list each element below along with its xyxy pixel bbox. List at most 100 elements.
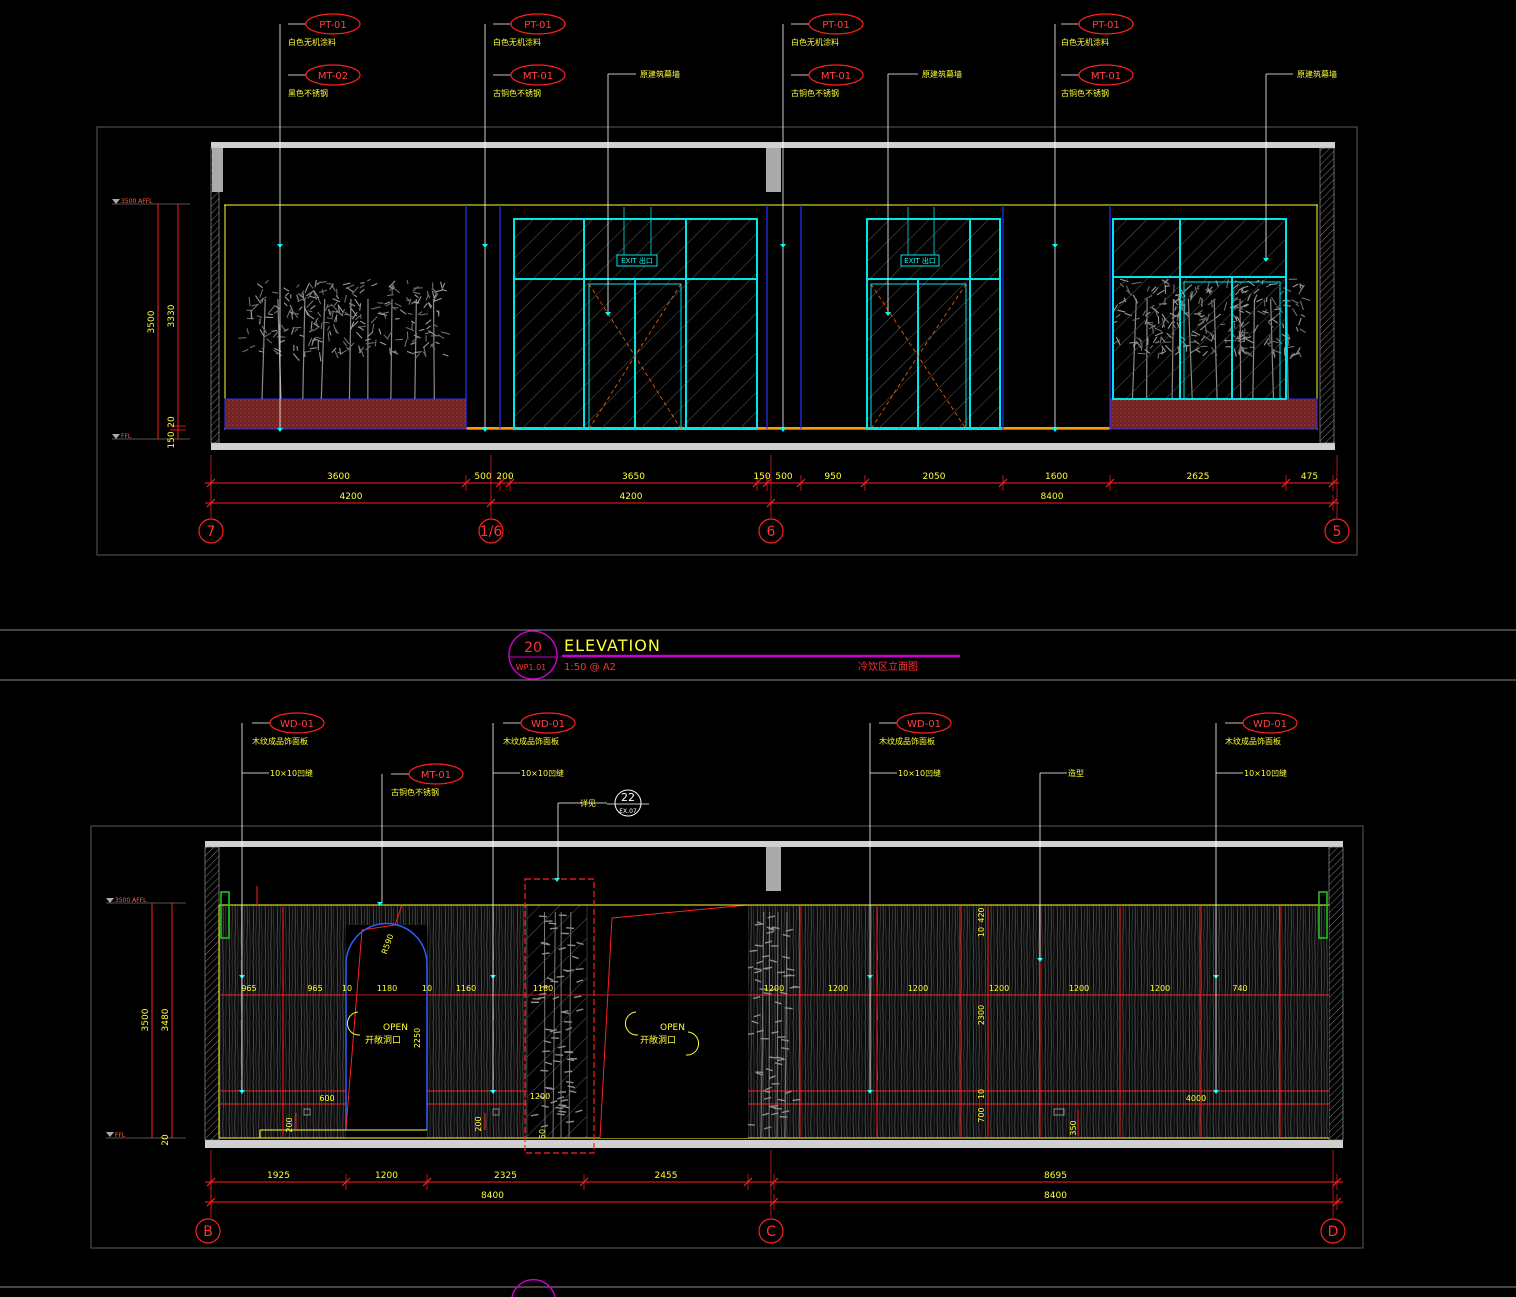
panel-width-4: 10 xyxy=(422,984,432,993)
plant-leaf xyxy=(350,321,355,330)
bamboo-leaf xyxy=(749,949,758,953)
plant-leaf xyxy=(370,316,378,324)
plant-leaf xyxy=(252,303,259,311)
bottom-grid-bubble-2 xyxy=(1320,1218,1346,1244)
panel-width-9: 1200 xyxy=(908,984,928,993)
plant-leaf xyxy=(359,284,365,289)
plant-leaf xyxy=(238,337,247,339)
plant-leaf xyxy=(388,285,395,290)
curtain-note-2: 原建筑幕墙 xyxy=(1297,69,1337,79)
bottom-dim2-1: 8400 xyxy=(1044,1191,1067,1201)
shape-note: 造型 xyxy=(1068,768,1084,778)
top-dim1-0: 3600 xyxy=(327,472,350,482)
opening-label-2: OPEN 开敞洞口 xyxy=(624,1011,700,1056)
top-tag-7-note: 古铜色不锈钢 xyxy=(1061,88,1109,98)
bamboo-leaf xyxy=(557,1045,566,1049)
bottom-vertical-dims: 3500 AFFL FFL 3500 3480 20 xyxy=(106,897,186,1146)
bottom-tag-0-ellipse xyxy=(269,712,325,734)
bottom-right-wall xyxy=(1328,846,1344,1141)
plant-leaf xyxy=(394,302,402,307)
bamboo-leaf xyxy=(550,980,559,983)
bamboo-leaf xyxy=(540,985,549,988)
plant-leaf xyxy=(433,297,442,302)
top-grid-bubble-1 xyxy=(478,518,504,544)
bamboo-leaf xyxy=(779,1115,788,1118)
bamboo-group xyxy=(530,911,801,1139)
panel-width-1: 965 xyxy=(307,984,322,993)
bottom-tag-1-note: 古铜色不锈钢 xyxy=(391,787,439,797)
bamboo-leaf xyxy=(551,1037,560,1040)
plant-leaf xyxy=(382,311,390,314)
top-grid-label-0: 7 xyxy=(207,524,216,540)
top-level-bottom: FFL xyxy=(121,433,132,440)
plant-leaf xyxy=(383,313,387,319)
panel-width-5: 1160 xyxy=(456,984,476,993)
bamboo-leaf xyxy=(546,1087,555,1090)
bamboo-leaf xyxy=(553,1031,561,1034)
plant-leaf xyxy=(386,294,394,297)
plant-leaf xyxy=(371,283,378,287)
plant-leaf xyxy=(399,309,407,315)
plant-leaf xyxy=(429,342,435,348)
curtain-wall-2: EXIT 出口 xyxy=(866,207,1001,430)
top-grid-bubble-0 xyxy=(198,518,224,544)
plant-leaf xyxy=(419,313,429,316)
plant-leaf xyxy=(410,320,416,324)
plant-leaf xyxy=(346,286,354,293)
wood-panel-right xyxy=(748,905,1329,1138)
plant-leaf xyxy=(414,351,422,354)
bamboo-leaf xyxy=(783,974,792,977)
bottom-tag-4-note: 木纹成品饰面板 xyxy=(1225,736,1281,746)
bamboo-leaf xyxy=(576,941,584,946)
top-tag-0-ellipse xyxy=(305,13,361,35)
inner-dim-6: 50 xyxy=(538,1129,547,1139)
plant-leaf xyxy=(275,352,281,355)
top-vertical-dims: 3500 AFFL FFL 3500 3330 150 20 xyxy=(112,198,190,449)
top-tag-4-ellipse xyxy=(808,13,864,35)
top-vdim-3330: 3330 xyxy=(167,304,177,327)
plant-leaf xyxy=(367,331,374,338)
plant-leaf xyxy=(259,289,264,298)
plant-leaf xyxy=(422,342,430,349)
plant-leaf xyxy=(427,293,431,299)
bamboo-leaf xyxy=(560,1099,569,1102)
top-tag-3-code: MT-01 xyxy=(523,71,553,82)
plant-leaf xyxy=(312,326,319,332)
next-title-circle-arc xyxy=(511,1278,556,1297)
plant-leaf xyxy=(316,296,322,305)
plant-leaf xyxy=(314,281,322,286)
plant-leaf xyxy=(351,286,359,295)
plant-leaf xyxy=(364,338,371,342)
panel-width-12: 1200 xyxy=(1150,984,1170,993)
bottom-dim2-0: 8400 xyxy=(481,1191,504,1201)
top-dim1-9: 2625 xyxy=(1187,472,1210,482)
bamboo-leaf xyxy=(785,928,794,932)
top-dim2-2: 8400 xyxy=(1041,492,1064,502)
plant-leaf xyxy=(377,312,388,316)
plant-leaf xyxy=(309,328,314,333)
bottom-tag-0-code: WD-01 xyxy=(280,719,314,730)
plant-leaf xyxy=(347,342,355,351)
bottom-ceiling-slab xyxy=(205,841,1343,847)
bamboo-leaf xyxy=(571,955,579,960)
plant-leaf xyxy=(412,285,419,292)
bamboo-leaf xyxy=(566,1120,575,1124)
bottom-tag-2-ellipse xyxy=(520,712,576,734)
plant-leaf xyxy=(414,353,421,360)
exit-sign-1-text: EXIT 出口 xyxy=(621,256,653,265)
top-dim1-8: 1600 xyxy=(1045,472,1068,482)
plant-leaf xyxy=(1299,300,1305,311)
plant-leaf xyxy=(354,298,360,307)
top-blue-mullions xyxy=(465,205,1111,429)
bamboo-leaf xyxy=(543,1040,552,1044)
plant-leaf xyxy=(394,349,399,355)
bamboo-leaf xyxy=(784,1007,793,1010)
bottom-floor-slab xyxy=(205,1140,1343,1148)
plant-leaf xyxy=(1295,326,1299,332)
bamboo-stem xyxy=(776,911,779,1139)
green-cap-left xyxy=(220,891,230,939)
opening-label-1: OPEN 开敞洞口 xyxy=(346,1011,408,1046)
plant-leaf xyxy=(300,290,305,298)
bamboo-leaf xyxy=(781,1047,790,1050)
